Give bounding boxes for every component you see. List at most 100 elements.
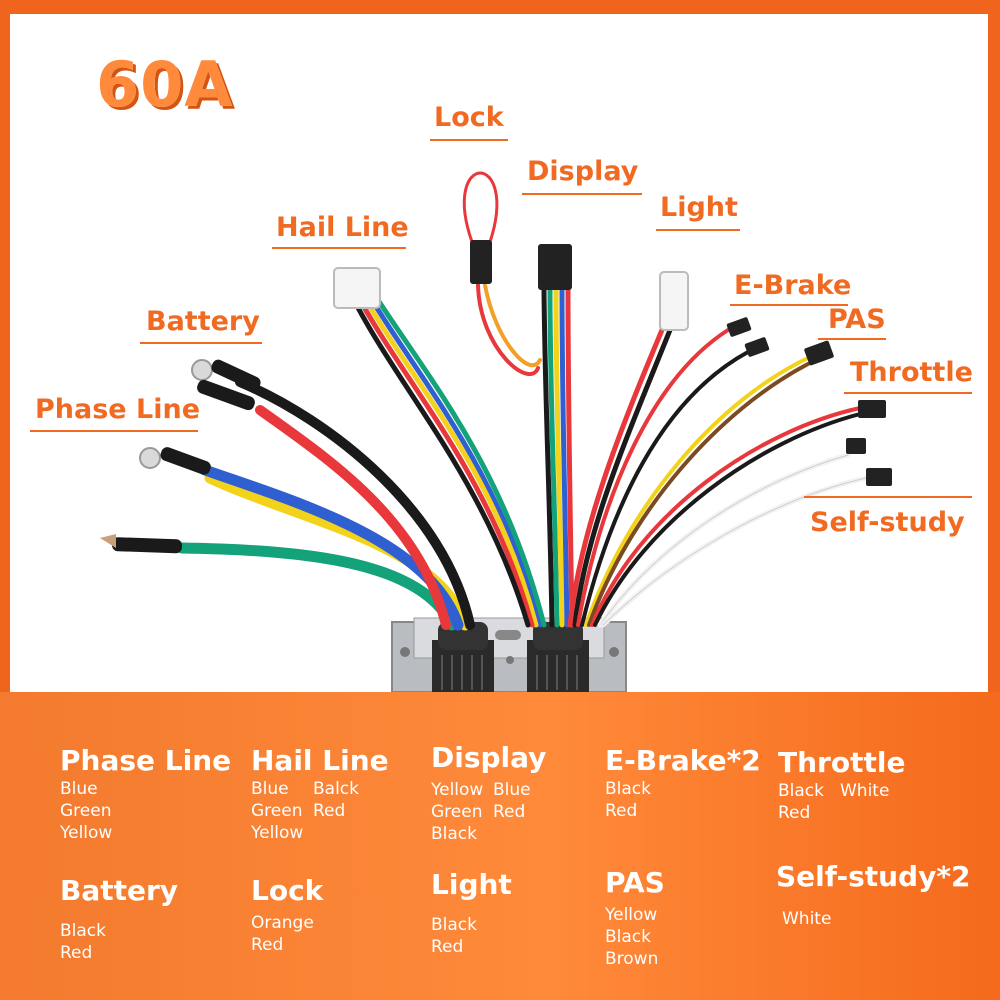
label-pas: PAS: [828, 304, 886, 335]
label-light: Light: [660, 192, 738, 223]
battery-terminals: [191, 359, 261, 411]
underline-hail-line: [272, 247, 406, 249]
ebrake-wire-2: [580, 350, 750, 627]
underline-e-brake: [730, 304, 848, 306]
hail-wire-blue: [369, 297, 543, 628]
legend-color: Orange: [251, 913, 314, 933]
underline-battery: [140, 342, 262, 344]
legend-self-study: Self-study*2 White: [776, 860, 970, 930]
legend-color: Green: [251, 801, 303, 821]
legend-heading: Lock: [251, 874, 324, 907]
battery-wire-black: [235, 377, 475, 630]
phase-terminals: [100, 447, 211, 554]
label-throttle: Throttle: [850, 357, 973, 388]
legend-color: Black: [605, 779, 651, 799]
legend-color: Green: [60, 801, 112, 821]
legend-phase-line: Phase Line Blue Green Yellow: [60, 744, 231, 844]
label-e-brake: E-Brake: [734, 270, 852, 301]
legend-color: White: [840, 781, 890, 801]
hail-wire-green: [375, 297, 547, 628]
legend-heading: Self-study*2: [776, 860, 971, 893]
pas-wire-yellow: [584, 356, 810, 627]
controller-illustration: [100, 171, 892, 693]
hail-connector: [333, 267, 381, 309]
light-connector: [659, 271, 689, 331]
label-battery: Battery: [146, 306, 260, 337]
legend-color: Black: [431, 824, 477, 844]
controller-box: [391, 617, 627, 693]
legend-color: Blue: [251, 779, 289, 799]
display-wire-green: [547, 287, 560, 628]
legend-color: Red: [313, 801, 346, 821]
selfstudy-connectors: [846, 438, 892, 486]
legend-color: Black: [60, 921, 106, 941]
label-lock: Lock: [434, 102, 504, 133]
lock-wire-orange: [483, 283, 542, 368]
phase-wire-blue: [199, 464, 464, 631]
label-phase-line: Phase Line: [35, 394, 201, 425]
legend-color: Blue: [60, 779, 98, 799]
hail-wire-black: [351, 297, 531, 628]
legend-heading: Light: [431, 868, 512, 901]
display-wire-blue: [559, 287, 570, 628]
legend-color: Brown: [605, 949, 659, 969]
legend-color: Black: [605, 927, 651, 947]
legend-heading: Display: [431, 741, 547, 774]
legend-heading: PAS: [605, 866, 665, 899]
display-wire-red: [565, 287, 575, 628]
legend-lock: Lock Orange Red: [251, 874, 323, 956]
pas-connector: [804, 340, 834, 366]
display-connector: [538, 244, 572, 290]
light-wire-black: [572, 327, 673, 628]
lock-wire-red: [476, 283, 540, 376]
pas-wire-brown: [587, 362, 810, 627]
amperage-title: 60A: [96, 48, 234, 121]
legend-color: Red: [493, 802, 526, 822]
legend-heading: Phase Line: [60, 744, 232, 777]
label-self-study: Self-study: [810, 507, 965, 538]
legend-heading: Throttle: [778, 746, 906, 779]
lock-wire-loop: [462, 171, 499, 244]
lock-connector: [470, 240, 492, 284]
legend-color: Black: [778, 781, 824, 801]
legend-color: Red: [605, 801, 638, 821]
legend-display: Display Yellow Blue Green Red Black: [431, 741, 546, 845]
selfstudy-wire-1-edge: [599, 454, 849, 626]
legend-color: Red: [251, 935, 284, 955]
legend-heading: Hail Line: [251, 744, 389, 777]
legend-throttle: Throttle Black White Red: [778, 746, 905, 824]
underline-lock: [430, 139, 508, 141]
legend-e-brake: E-Brake*2 Black Red: [605, 744, 761, 822]
light-wire-red: [567, 327, 665, 628]
label-display: Display: [527, 156, 639, 187]
legend-color: Green: [431, 802, 483, 822]
legend-heading: E-Brake*2: [605, 744, 761, 777]
legend-color: Red: [431, 937, 464, 957]
display-wire-black: [541, 287, 555, 628]
underline-self-study: [804, 496, 972, 498]
legend-color: Black: [431, 915, 477, 935]
throttle-wire-red: [590, 406, 862, 627]
ebrake-connectors: [726, 317, 770, 357]
underline-display: [522, 193, 642, 195]
hail-wire-red: [357, 297, 535, 628]
legend-hail-line: Hail Line Blue Balck Green Red Yellow: [251, 744, 389, 844]
legend-color: White: [782, 909, 832, 929]
legend-color: Yellow: [251, 823, 304, 843]
ebrake-wire-1: [576, 328, 730, 627]
underline-light: [656, 229, 740, 231]
throttle-wire-black: [593, 412, 862, 627]
legend-battery: Battery Black Red: [60, 874, 178, 964]
legend-color: Balck: [313, 779, 359, 799]
underline-throttle: [844, 392, 972, 394]
underline-phase-line: [30, 430, 198, 432]
legend-color: Red: [778, 803, 811, 823]
legend-color: Blue: [493, 780, 531, 800]
display-wire-yellow: [553, 287, 565, 628]
battery-wire-red: [255, 405, 451, 630]
hail-wire-yellow: [363, 297, 539, 628]
legend-color: Yellow: [431, 780, 484, 800]
selfstudy-wire-2-edge: [602, 477, 867, 626]
underline-pas: [818, 338, 886, 340]
